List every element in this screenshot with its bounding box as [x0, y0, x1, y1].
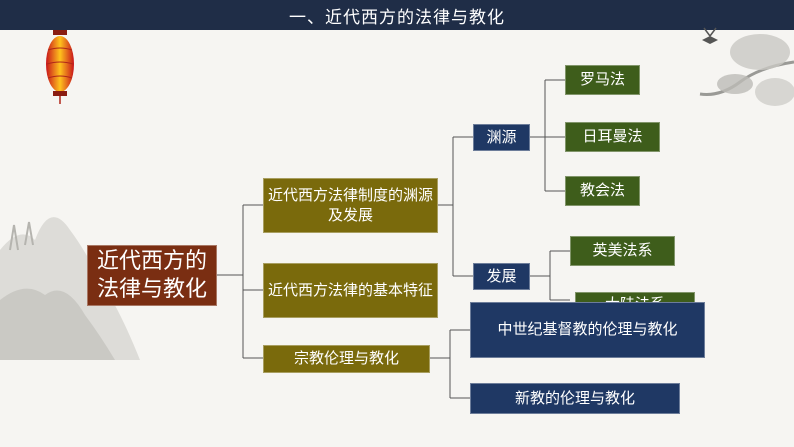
leaf-common-law: 英美法系 — [570, 236, 675, 266]
leaf-label: 日耳曼法 — [582, 127, 643, 146]
branch-label: 宗教伦理与教化 — [293, 349, 399, 368]
leaf-protestant-ethics: 新教的伦理与教化 — [470, 383, 680, 414]
title-bar: 一、近代西方的法律与教化 — [0, 0, 794, 30]
leaf-label: 中世纪基督教的伦理与教化 — [497, 320, 678, 339]
leaf-label: 英美法系 — [592, 241, 653, 260]
leaf-label: 教会法 — [579, 181, 625, 200]
root-label: 近代西方的法律与教化 — [96, 249, 207, 302]
ink-landscape-decoration — [0, 217, 140, 360]
branch-religious-ethics: 宗教伦理与教化 — [263, 345, 430, 373]
branch-label: 近代西方法律的基本特征 — [267, 280, 433, 299]
leaf-germanic-law: 日耳曼法 — [565, 122, 660, 152]
branch-label: 近代西方法律制度的渊源及发展 — [267, 186, 433, 224]
node-label: 发展 — [486, 266, 517, 285]
branch-basic-features: 近代西方法律的基本特征 — [263, 263, 438, 318]
branch-origin-development: 近代西方法律制度的渊源及发展 — [263, 178, 438, 233]
node-label: 渊源 — [486, 127, 517, 146]
page-title: 一、近代西方的法律与教化 — [289, 7, 505, 28]
root-node: 近代西方的法律与教化 — [87, 245, 217, 306]
node-origin: 渊源 — [473, 124, 530, 151]
leaf-label: 新教的伦理与教化 — [514, 388, 635, 407]
lantern-icon — [46, 30, 74, 104]
ink-branch-bird-decoration — [699, 27, 794, 106]
leaf-roman-law: 罗马法 — [565, 65, 640, 95]
leaf-medieval-christian-ethics: 中世纪基督教的伦理与教化 — [470, 302, 705, 358]
leaf-label: 罗马法 — [579, 70, 625, 89]
leaf-canon-law: 教会法 — [565, 176, 640, 206]
node-development: 发展 — [473, 263, 530, 290]
